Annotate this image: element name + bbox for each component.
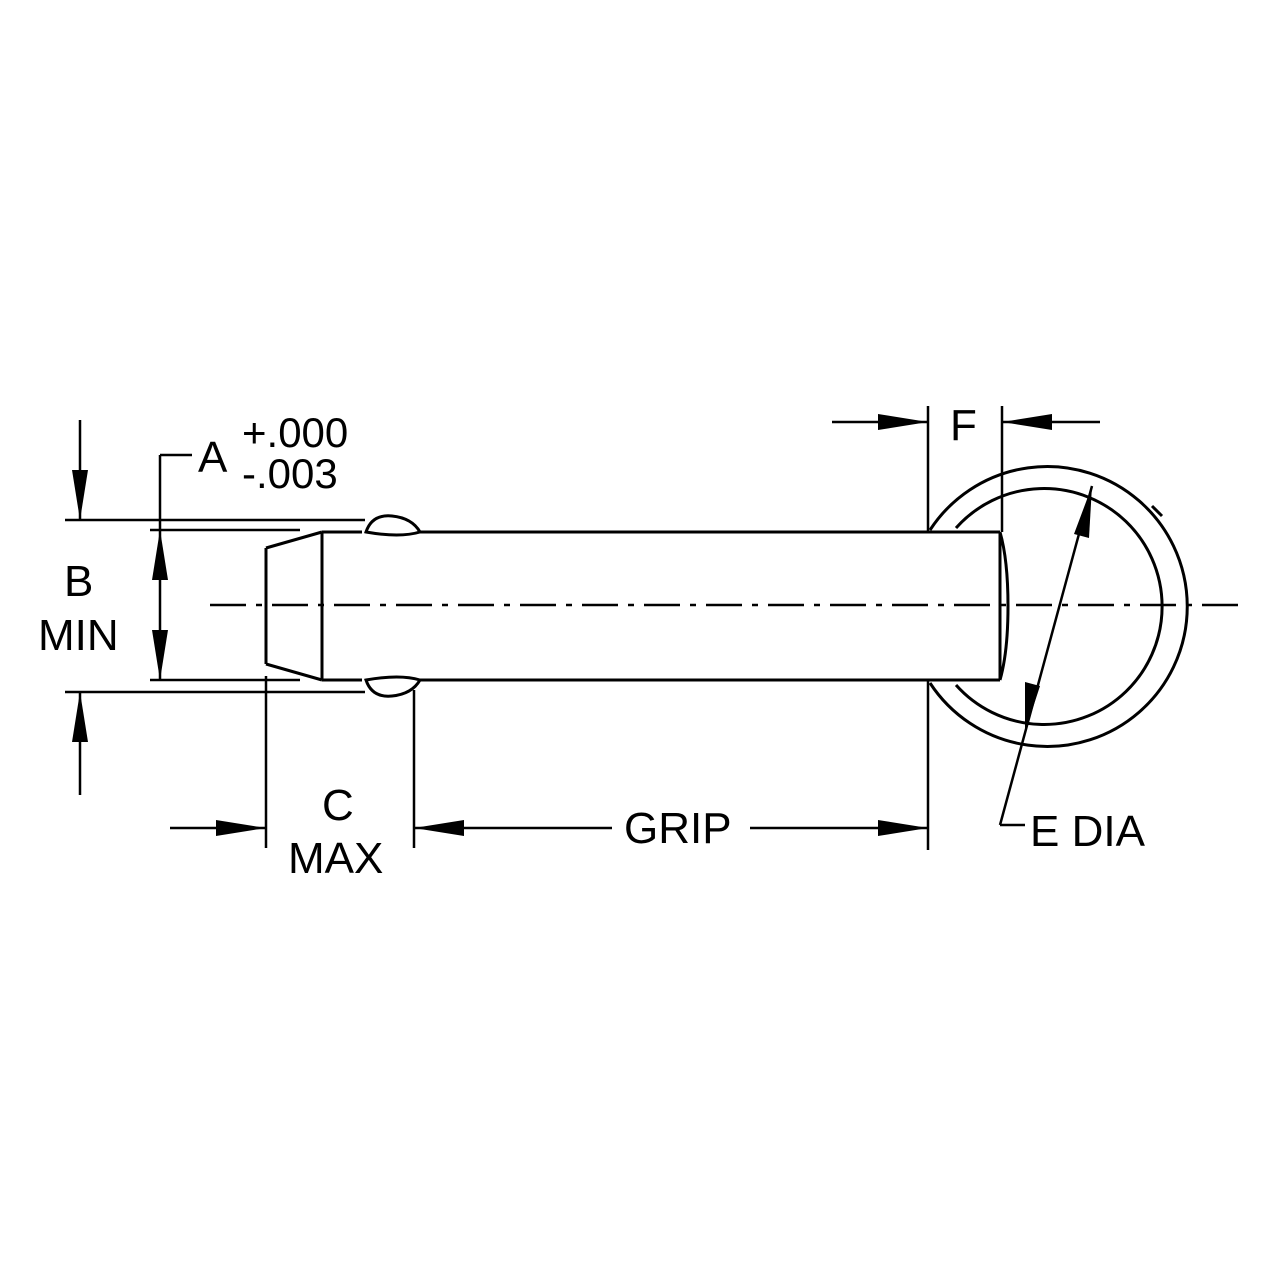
c-max-label: MAX (288, 834, 383, 883)
b-label: B (64, 557, 93, 606)
a-label: A (198, 433, 228, 482)
f-label: F (950, 401, 977, 450)
extension-lines (65, 406, 1004, 850)
e-dimension: E DIA (998, 485, 1146, 856)
a-tolerance-plus: +.000 (242, 409, 348, 456)
pin-body (264, 530, 1010, 682)
f-dimension: F (832, 401, 1100, 450)
grip-dimension: GRIP (414, 804, 928, 853)
locking-ball-top (364, 514, 423, 537)
c-label: C (322, 781, 354, 830)
locking-ball-bottom (364, 675, 423, 698)
c-dimension: C MAX (170, 781, 383, 883)
grip-label: GRIP (624, 804, 732, 853)
b-dimension: B MIN (38, 420, 119, 795)
b-min-label: MIN (38, 611, 119, 660)
a-diameter-arrows (152, 530, 168, 680)
a-tolerance-minus: -.003 (242, 450, 338, 497)
a-dimension: A +.000 -.003 (158, 409, 348, 530)
e-dia-label: E DIA (1030, 807, 1146, 856)
